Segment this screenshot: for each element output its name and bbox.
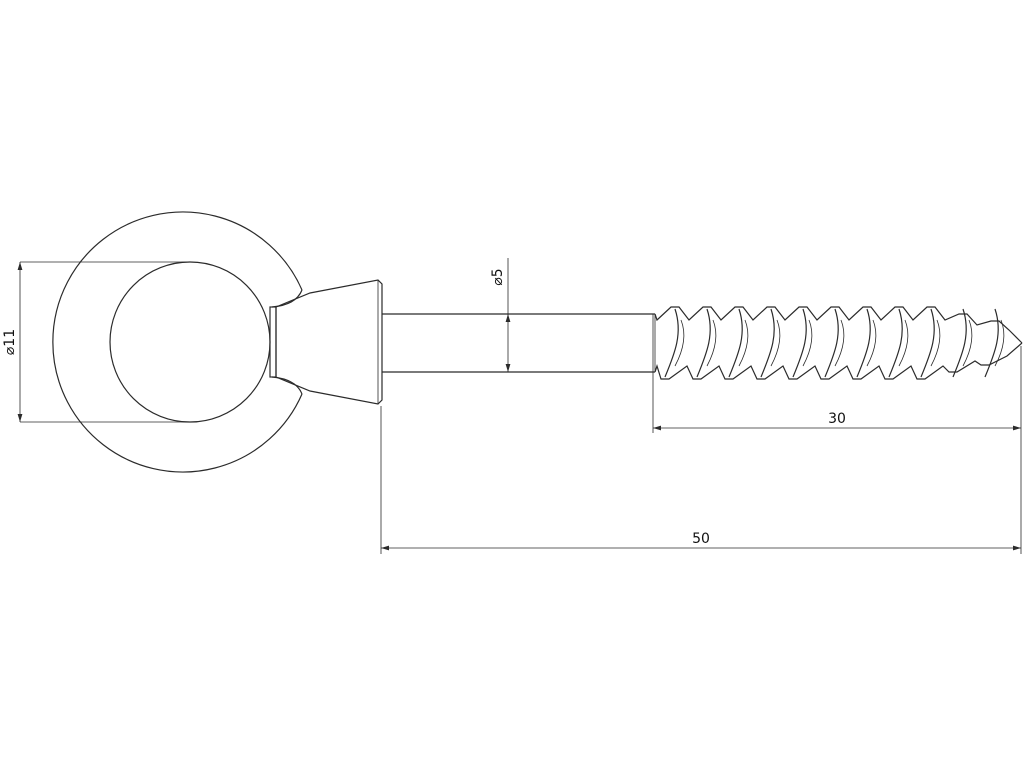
dim-eye-diameter: ⌀11 — [2, 261, 190, 423]
thread-root-line — [962, 319, 973, 367]
shank — [382, 313, 656, 373]
thread-root-line — [738, 319, 749, 367]
eye-ring-inner — [109, 261, 271, 423]
thread-root-line — [898, 319, 909, 367]
thread-top-profile — [654, 306, 1023, 344]
dim-shank-label: ⌀5 — [490, 268, 506, 285]
thread-crest-line — [664, 308, 679, 378]
thread-crest-line — [760, 308, 775, 378]
thread-root-line — [770, 319, 781, 367]
dim-overall-label: 50 — [692, 531, 710, 547]
thread-bottom-profile — [654, 342, 1023, 380]
dim-thread-length: 30 — [652, 314, 1022, 433]
thread-crest-line — [888, 308, 903, 378]
thread-crest-line — [952, 308, 967, 378]
dim-overall-length: 50 — [380, 406, 1022, 554]
thread-crest-line — [824, 308, 839, 378]
thread-crest-line — [920, 308, 935, 378]
thread-crest-line — [696, 308, 711, 378]
thread-root-line — [866, 319, 877, 367]
dim-eye-label: ⌀11 — [2, 329, 18, 355]
thread-root-line — [994, 319, 1005, 367]
thread-root-line — [802, 319, 813, 367]
thread-crest-line — [856, 308, 871, 378]
eye-ring — [52, 211, 303, 473]
thread-crest-line — [792, 308, 807, 378]
thread-root-line — [930, 319, 941, 367]
thread-root-line — [834, 319, 845, 367]
dim-thread-label: 30 — [828, 411, 846, 427]
eye-ring-outer — [52, 211, 303, 473]
threaded-section — [654, 306, 1023, 380]
thread-crest-line — [984, 308, 999, 378]
neck-collar — [269, 279, 383, 405]
collar-cone — [275, 279, 383, 405]
thread-root-line — [674, 319, 685, 367]
dim-shank-diameter: ⌀5 — [490, 258, 511, 372]
thread-crest-line — [728, 308, 743, 378]
neck-block — [269, 306, 277, 378]
thread-root-line — [706, 319, 717, 367]
